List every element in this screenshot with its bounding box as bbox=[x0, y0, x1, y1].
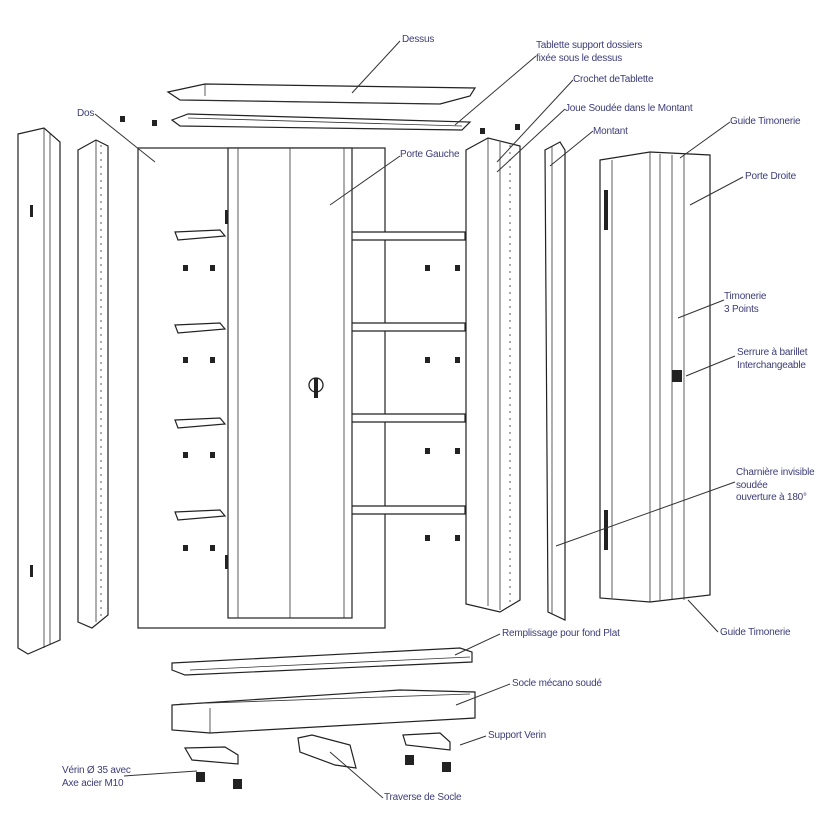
label-montant: Montant bbox=[593, 126, 628, 137]
label-charniere: Charnière invisible soudée ouverture à 1… bbox=[736, 467, 815, 505]
label-verin-line2: Axe acier M10 bbox=[62, 777, 124, 789]
label-remplissage: Remplissage pour fond Plat bbox=[502, 628, 620, 639]
support-verin-left bbox=[183, 746, 239, 765]
crochets bbox=[120, 116, 520, 134]
label-timonerie: Timonerie 3 Points bbox=[724, 291, 766, 316]
joue-part bbox=[544, 141, 566, 621]
label-guide-timonerie-bottom: Guide Timonerie bbox=[720, 627, 791, 638]
remplissage-part bbox=[171, 647, 473, 676]
porte-gauche bbox=[225, 147, 353, 619]
label-serrure: Serrure à barillet Interchangeable bbox=[737, 347, 808, 372]
label-porte-droite: Porte Droite bbox=[745, 171, 796, 182]
leader-lines bbox=[94, 40, 744, 799]
left-shelf-brackets bbox=[174, 229, 460, 551]
label-timonerie-line1: Timonerie bbox=[724, 291, 767, 302]
label-dessus: Dessus bbox=[402, 34, 435, 45]
right-montant bbox=[465, 137, 521, 613]
label-dos: Dos bbox=[77, 108, 95, 119]
verins bbox=[196, 755, 451, 789]
label-charniere-line2: soudée bbox=[736, 479, 768, 491]
label-support-verin: Support Verin bbox=[488, 730, 546, 741]
label-tablette-line2: fixée sous le dessus bbox=[536, 52, 623, 64]
porte-droite bbox=[599, 151, 711, 603]
label-tablette-line1: Tablette support dossiers bbox=[536, 40, 643, 51]
label-traverse: Traverse de Socle bbox=[384, 792, 462, 803]
support-verin-right bbox=[402, 732, 451, 751]
label-tablette: Tablette support dossiers fixée sous le … bbox=[536, 40, 642, 65]
label-timonerie-line2: 3 Points bbox=[724, 303, 759, 315]
label-porte-gauche: Porte Gauche bbox=[400, 149, 460, 160]
shelves bbox=[349, 231, 466, 515]
label-charniere-line1: Charnière invisible bbox=[736, 467, 815, 478]
label-serrure-line2: Interchangeable bbox=[737, 359, 806, 371]
label-joue: Joue Soudée dans le Montant bbox=[565, 103, 693, 114]
label-verin-line1: Vérin Ø 35 avec bbox=[62, 765, 131, 776]
socle-part bbox=[171, 689, 476, 734]
left-side-panel bbox=[17, 127, 61, 655]
label-guide-timonerie-top: Guide Timonerie bbox=[730, 116, 801, 127]
label-crochet: Crochet deTablette bbox=[573, 74, 654, 85]
label-socle: Socle mécano soudé bbox=[512, 678, 602, 689]
tablette-part bbox=[170, 113, 472, 131]
traverse-part bbox=[297, 734, 357, 769]
label-verin: Vérin Ø 35 avec Axe acier M10 bbox=[62, 765, 131, 790]
label-charniere-line3: ouverture à 180° bbox=[736, 492, 807, 503]
dessus-part bbox=[166, 83, 477, 105]
label-serrure-line1: Serrure à barillet bbox=[737, 347, 808, 358]
left-montant bbox=[77, 139, 109, 629]
